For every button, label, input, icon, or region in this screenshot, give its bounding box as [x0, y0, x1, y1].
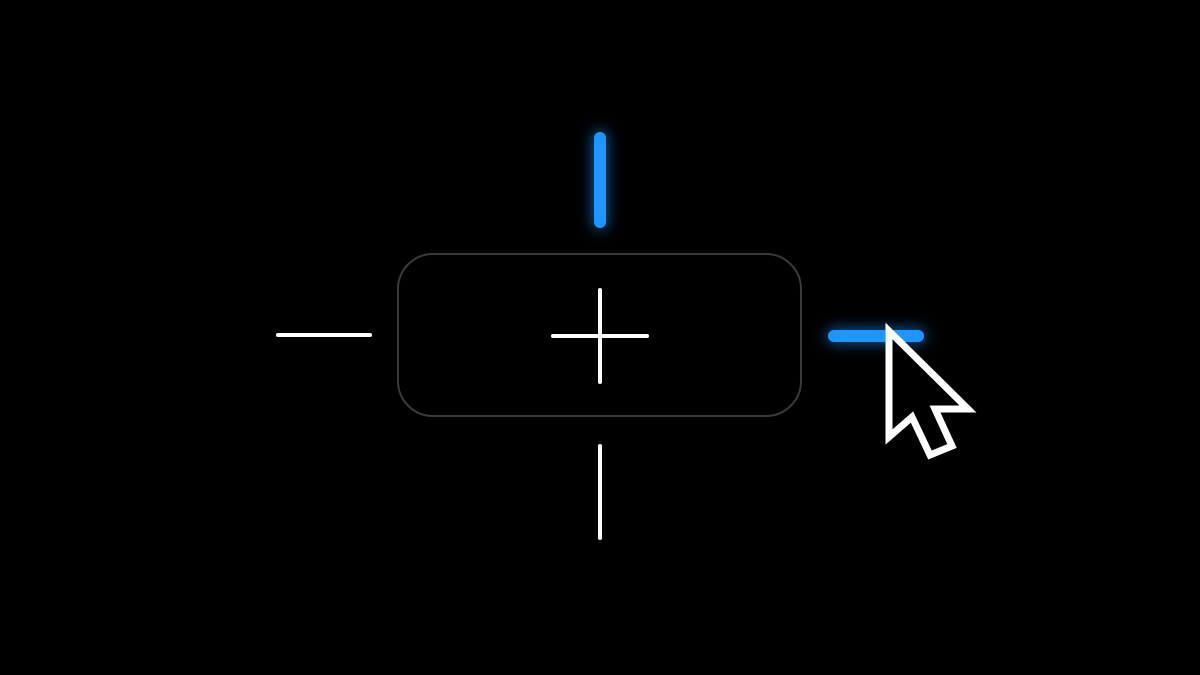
plus-icon[interactable] — [551, 288, 649, 384]
top-handle[interactable] — [594, 132, 606, 228]
mouse-cursor-arrow-icon — [885, 322, 977, 460]
left-handle[interactable] — [276, 333, 372, 337]
bottom-handle[interactable] — [598, 444, 602, 540]
